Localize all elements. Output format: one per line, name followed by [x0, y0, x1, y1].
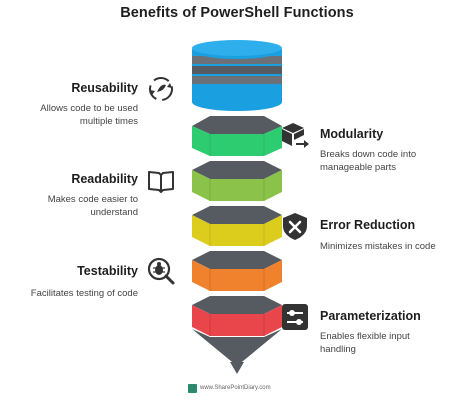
recycle-icon [149, 77, 173, 101]
cylinder-segment-blue [192, 40, 282, 111]
heading-error-reduction: Error Reduction [320, 218, 416, 232]
bug-magnifier-icon [147, 257, 175, 285]
stack-point [192, 329, 282, 374]
brand-logo-icon [188, 384, 197, 393]
footer-brand: www.SharePointDiary.com [188, 384, 288, 396]
heading-reusability: Reusability [71, 81, 138, 95]
heading-readability: Readability [71, 172, 138, 186]
nut-segment-red [192, 296, 282, 336]
nut-segment-yellow [192, 206, 282, 246]
nut-segment-green [192, 116, 282, 156]
footer-url[interactable]: www.SharePointDiary.com [200, 385, 271, 391]
desc-error-reduction: Minimizes mistakes in code [320, 241, 436, 252]
heading-testability: Testability [77, 264, 138, 278]
nut-segment-lime [192, 161, 282, 201]
nut-segment-orange [192, 251, 282, 291]
desc-testability: Facilitates testing of code [30, 288, 138, 299]
open-book-icon [148, 171, 174, 193]
sliders-icon [282, 304, 308, 330]
diagram-title: Benefits of PowerShell Functions [120, 5, 354, 21]
disc-stack [192, 40, 282, 374]
heading-modularity: Modularity [320, 127, 384, 141]
cube-arrow-icon [282, 123, 309, 148]
x-shield-icon [283, 213, 307, 240]
heading-parameterization: Parameterization [320, 309, 421, 323]
